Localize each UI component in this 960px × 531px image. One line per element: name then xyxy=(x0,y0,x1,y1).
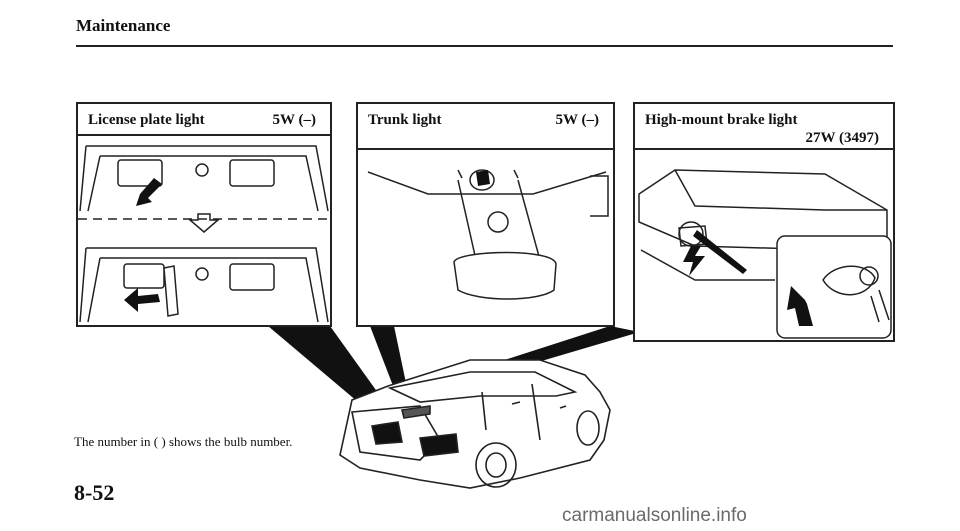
title-divider xyxy=(76,45,893,47)
page-title: Maintenance xyxy=(76,16,171,35)
bulb-name: High-mount brake light xyxy=(645,112,798,128)
panel-header: License plate light 5W (–) xyxy=(78,104,330,136)
bulb-number-note: The number in ( ) shows the bulb number. xyxy=(74,434,293,449)
bulb-rating: 5W (–) xyxy=(555,112,599,128)
sedan-drawing xyxy=(339,359,611,489)
watermark[interactable]: carmanualsonline.info xyxy=(562,505,747,526)
bulb-rating: 5W (–) xyxy=(272,112,316,128)
license-light-diagram xyxy=(78,136,330,325)
brake-light-diagram xyxy=(635,150,893,340)
license-plate-light-panel: License plate light 5W (–) xyxy=(76,102,332,327)
page-number: 8-52 xyxy=(74,480,115,505)
panel-header: Trunk light 5W (–) xyxy=(358,104,613,150)
bulb-rating: 27W (3497) xyxy=(805,130,879,146)
bulb-name: Trunk light xyxy=(368,112,442,128)
panel-header: High-mount brake light 27W (3497) xyxy=(635,104,893,150)
high-mount-brake-light-panel: High-mount brake light 27W (3497) xyxy=(633,102,895,342)
trunk-light-diagram xyxy=(358,150,613,325)
trunk-light-panel: Trunk light 5W (–) xyxy=(356,102,615,327)
bulb-name: License plate light xyxy=(88,112,205,128)
